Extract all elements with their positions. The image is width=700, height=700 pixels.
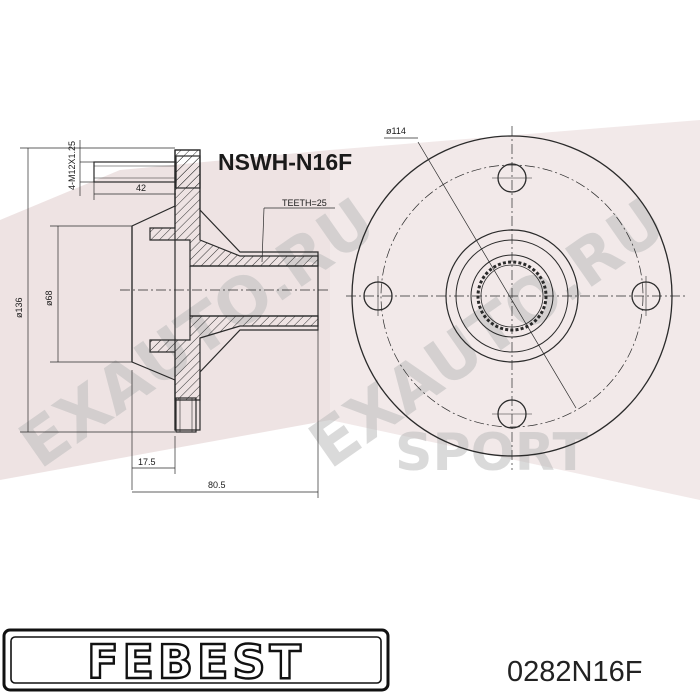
brand-name: FEBEST: [87, 635, 305, 689]
watermark-background: EXAUTO.RU EXAUTO.RU SPORT: [0, 120, 700, 510]
inner-diameter-label: ø68: [44, 290, 54, 306]
part-title: NSWH-N16F: [218, 149, 352, 175]
overall-length-label: 80.5: [208, 480, 226, 490]
bolt-thread-label: 4-M12X1.25: [67, 141, 77, 190]
watermark-text-sport: SPORT: [395, 423, 588, 483]
brand-logo: FEBEST: [2, 628, 390, 692]
flange-thickness-label: 17.5: [138, 457, 156, 467]
side-dimension-lines: [20, 140, 335, 498]
outer-diameter-label: ø136: [14, 297, 24, 318]
side-section-view: [93, 149, 330, 433]
teeth-label: TEETH=25: [282, 198, 327, 208]
part-number: 0282N16F: [507, 656, 642, 688]
front-view: [346, 126, 686, 470]
bolt-length-label: 42: [136, 183, 146, 193]
pcd-label: ø114: [386, 126, 406, 136]
